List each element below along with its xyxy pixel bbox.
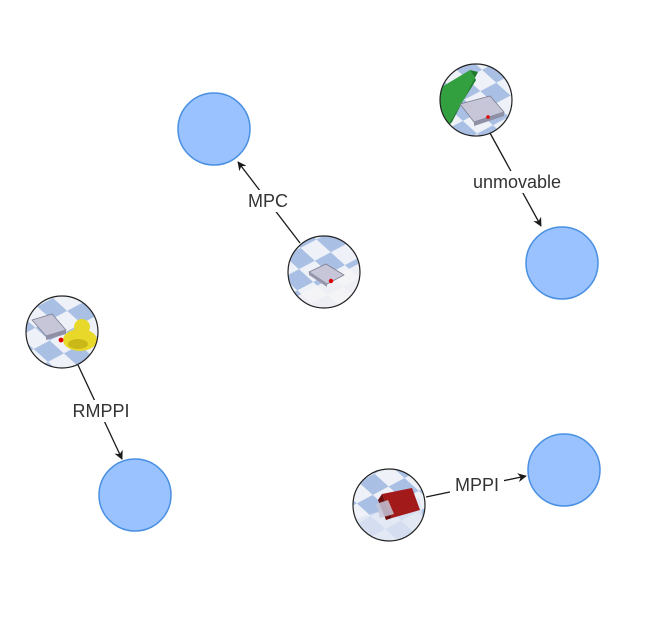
edge-label-unmovable: unmovable [473,172,561,192]
push-block-sim-icon [287,235,361,309]
wall-block-sim-icon [439,63,513,137]
cube-sim-icon [352,468,426,542]
target-node-mpc [177,92,251,166]
edge-label-rmppi-group: RMPPI [67,400,135,422]
target-node-mppi [527,433,601,507]
target-node-unmovable [525,226,599,300]
edge-label-mpc: MPC [248,191,288,211]
edge-label-rmppi: RMPPI [72,401,129,421]
edge-label-mppi-group: MPPI [450,474,504,496]
edge-label-mppi: MPPI [455,475,499,495]
edge-label-unmovable-group: unmovable [466,171,568,193]
edge-label-mpc-group: MPC [244,190,292,212]
duck-block-sim-icon [25,295,99,369]
target-node-rmppi [98,458,172,532]
